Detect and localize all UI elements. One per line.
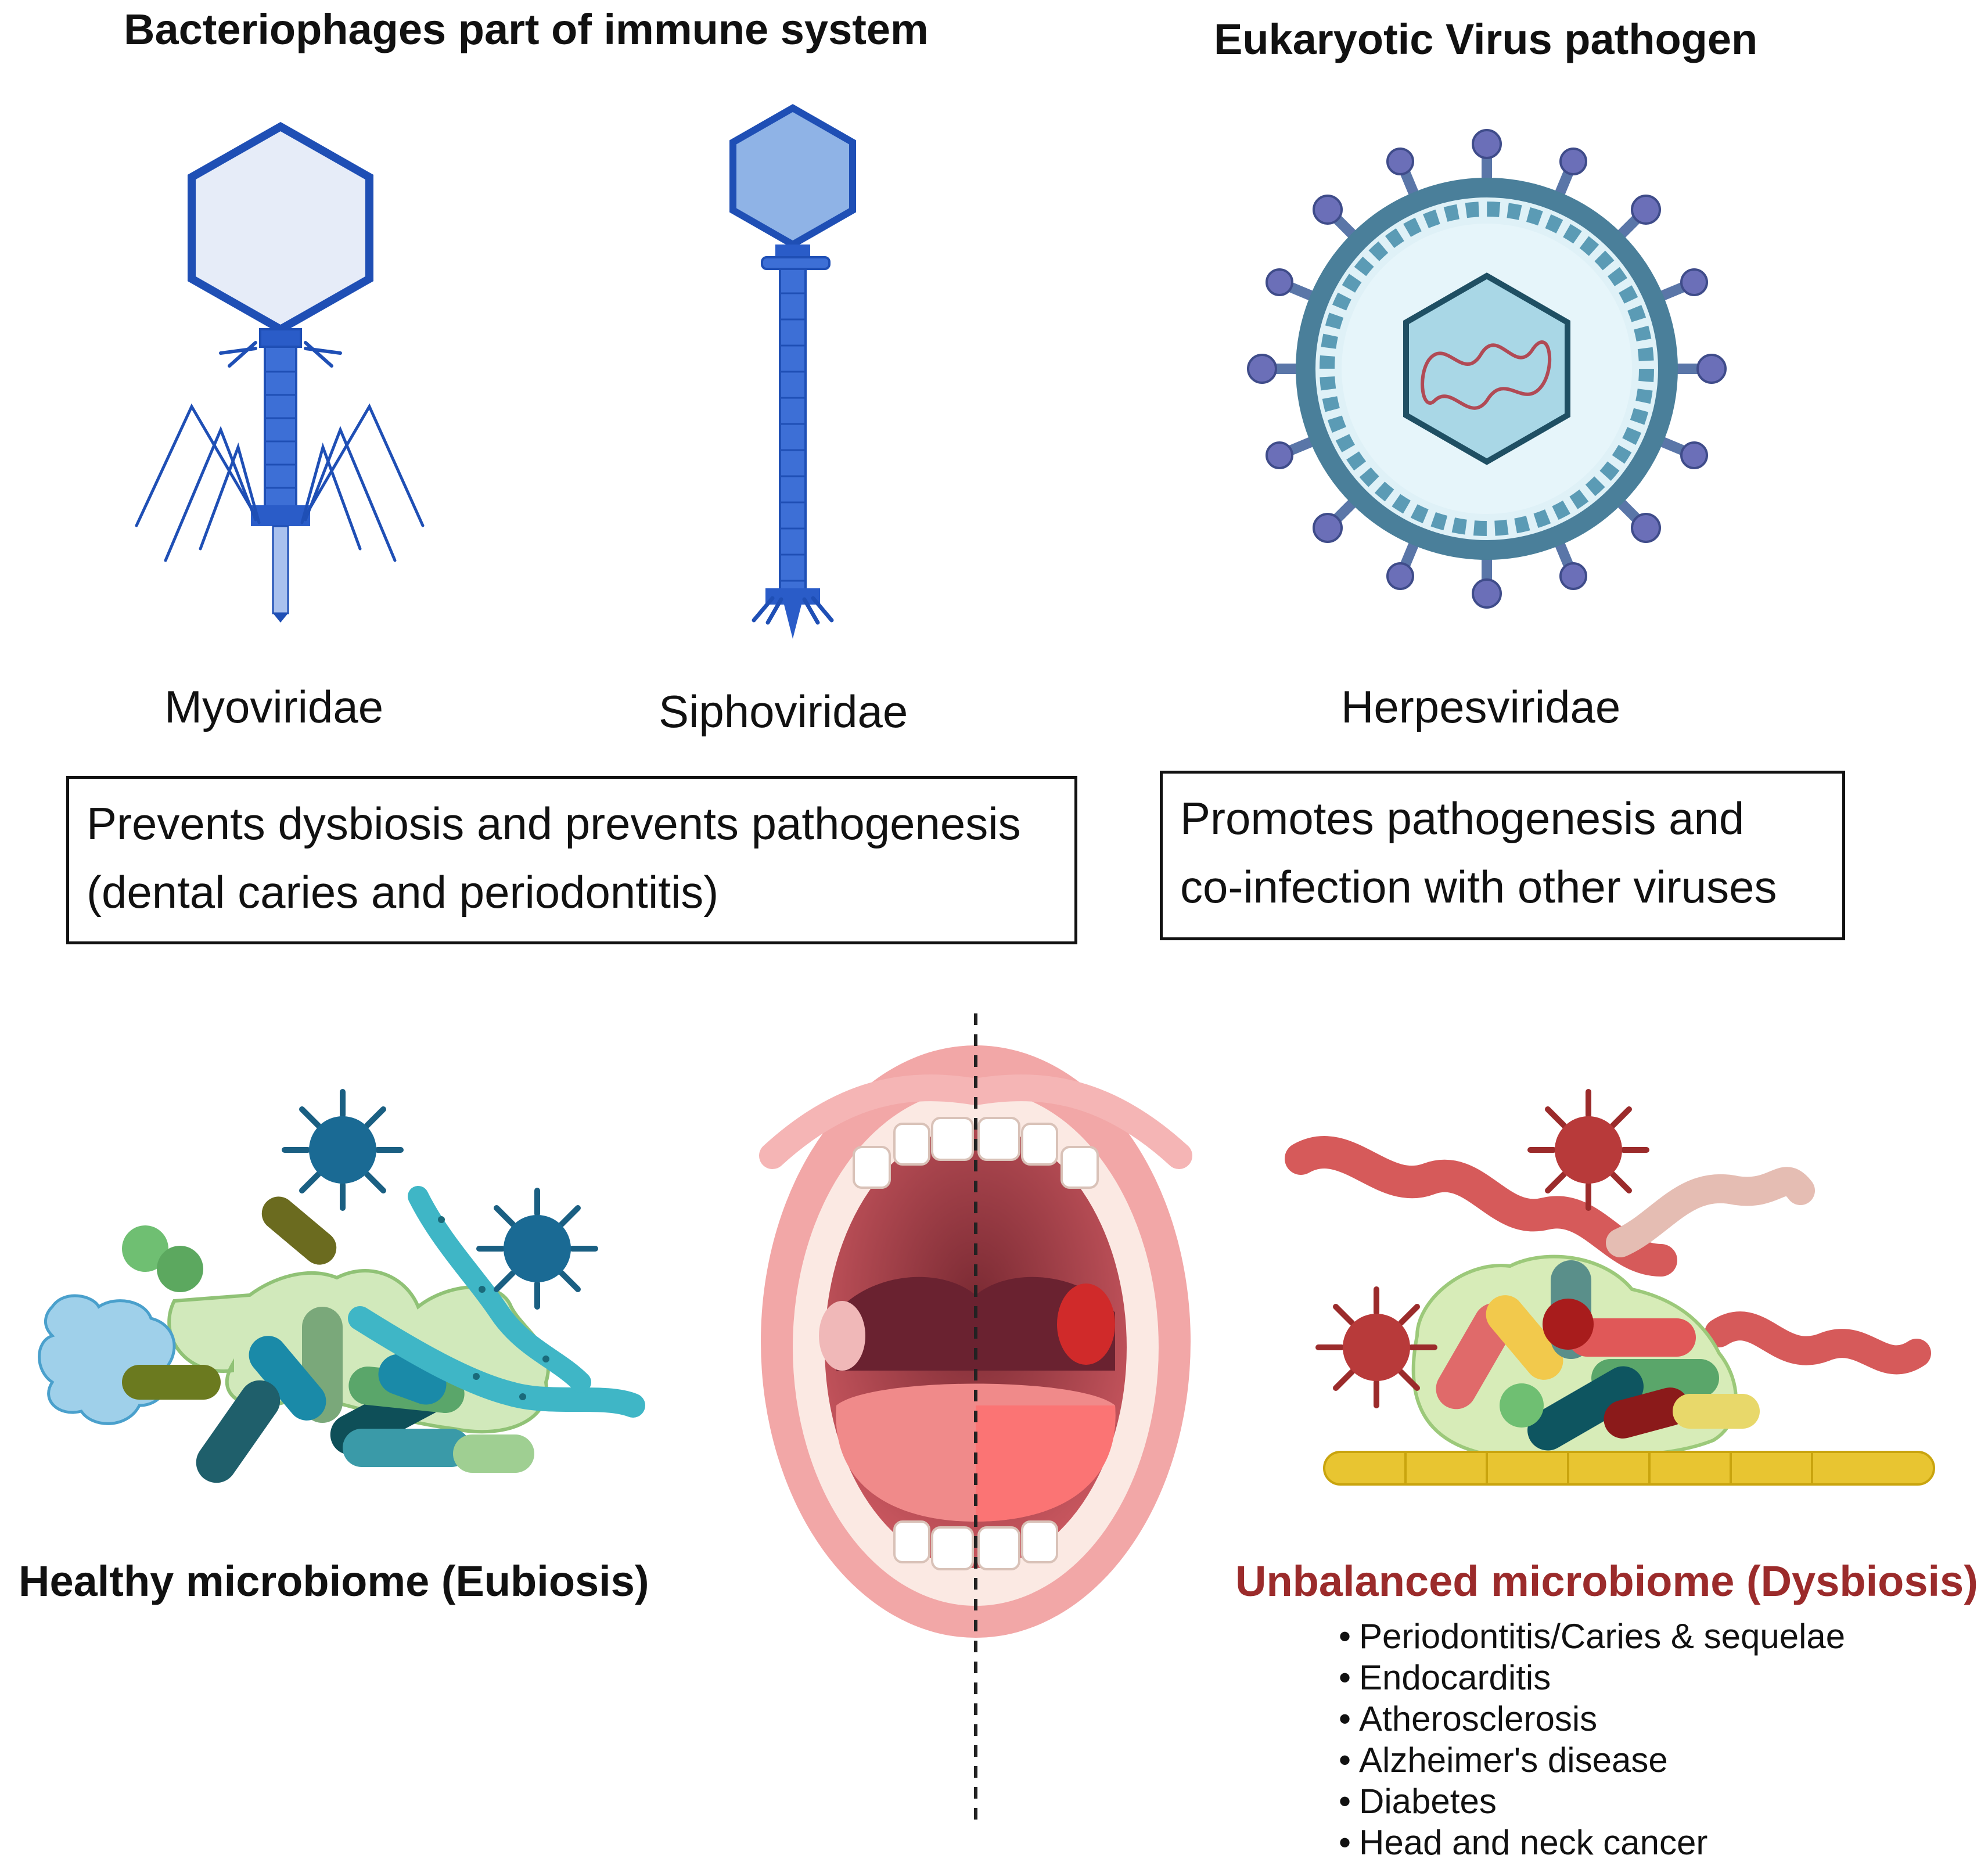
healthy-microbiome-label: Healthy microbiome (Eubiosis) bbox=[19, 1557, 649, 1605]
phage-effect-box: Prevents dysbiosis and prevents pathogen… bbox=[66, 776, 1077, 944]
condition-item: Endocarditis bbox=[1339, 1657, 1845, 1698]
virus-effect-line-2: co-infection with other viruses bbox=[1180, 861, 1777, 912]
eukaryotic-virus-heading: Eukaryotic Virus pathogen bbox=[1214, 15, 1758, 63]
siphoviridae-phage-icon bbox=[729, 104, 856, 639]
unbalanced-microbiome-label: Unbalanced microbiome (Dysbiosis) bbox=[1235, 1557, 1978, 1605]
myoviridae-label: Myoviridae bbox=[164, 681, 384, 732]
dysbiosis-microbiome-illustration bbox=[1285, 1089, 1935, 1486]
virus-particle-icon bbox=[1527, 1089, 1649, 1211]
virus-effect-line-1: Promotes pathogenesis and bbox=[1180, 793, 1745, 844]
condition-item: Alzheimer's disease bbox=[1339, 1739, 1845, 1781]
siphoviridae-label: Siphoviridae bbox=[659, 686, 908, 737]
virus-particle-icon bbox=[1315, 1286, 1437, 1408]
dysbiosis-conditions-list: Periodontitis/Caries & sequelae Endocard… bbox=[1339, 1616, 1845, 1863]
condition-item: Diabetes bbox=[1339, 1781, 1845, 1822]
phage-effect-line-2: (dental caries and periodontitis) bbox=[87, 867, 719, 918]
open-mouth-illustration bbox=[759, 1013, 1192, 1824]
condition-item: Head and neck cancer bbox=[1339, 1822, 1845, 1863]
virus-particle-icon bbox=[476, 1188, 598, 1310]
condition-item: Periodontitis/Caries & sequelae bbox=[1339, 1616, 1845, 1657]
condition-item: Atherosclerosis bbox=[1339, 1698, 1845, 1739]
healthy-microbiome-illustration bbox=[38, 1089, 645, 1483]
herpesviridae-label: Herpesviridae bbox=[1341, 681, 1621, 732]
phage-effect-line-1: Prevents dysbiosis and prevents pathogen… bbox=[87, 798, 1021, 849]
myoviridae-phage-icon bbox=[135, 121, 425, 623]
phages-heading: Bacteriophages part of immune system bbox=[124, 5, 929, 53]
virus-effect-box: Promotes pathogenesis and co-infection w… bbox=[1160, 771, 1845, 940]
herpesviridae-virus-icon bbox=[1247, 129, 1727, 609]
virus-particle-icon bbox=[282, 1089, 404, 1211]
